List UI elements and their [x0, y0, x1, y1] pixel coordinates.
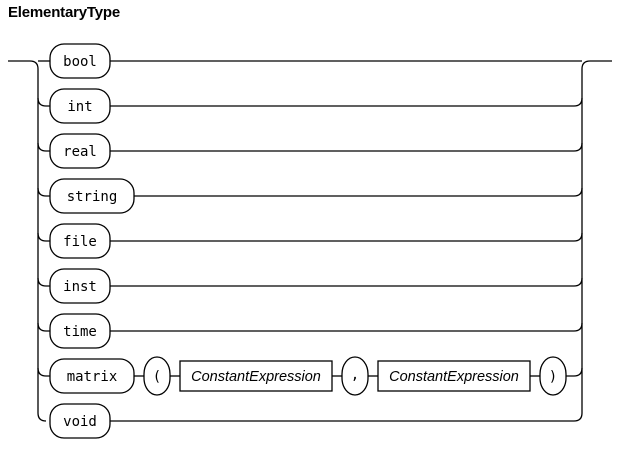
connector-left-real	[37, 142, 50, 152]
terminal-label-int: int	[67, 99, 92, 115]
page-title: ElementaryType	[8, 4, 120, 21]
connector-right-string	[134, 187, 583, 197]
terminal-label-time: time	[63, 324, 97, 340]
exit-rail	[573, 60, 612, 422]
alternative-row-inst: inst	[37, 268, 583, 304]
connector-right-matrix	[566, 367, 583, 377]
alternative-row-time: time	[37, 313, 583, 349]
connector-right-file	[110, 232, 583, 242]
alternative-row-bool: bool	[38, 43, 582, 79]
nonterminal-box-constant-expression-2[interactable]	[377, 360, 531, 392]
terminal-label-comma: ,	[351, 367, 359, 383]
connector-left-file	[37, 232, 50, 242]
terminal-label-matrix: matrix	[67, 369, 118, 385]
terminal-label-void: void	[63, 414, 97, 430]
alternative-row-void: void	[49, 403, 574, 439]
alternative-row-matrix: matrix ( ConstantExpression , ConstantEx…	[37, 356, 583, 396]
terminal-label-string: string	[67, 189, 118, 205]
connector-right-time	[110, 322, 583, 332]
terminal-label-inst: inst	[63, 279, 97, 295]
alternative-row-real: real	[37, 133, 583, 169]
connector-right-inst	[110, 277, 583, 287]
connector-right-real	[110, 142, 583, 152]
terminal-label-lparen: (	[153, 369, 161, 385]
alternative-row-string: string	[37, 178, 583, 214]
connector-left-string	[37, 187, 50, 197]
connector-left-inst	[37, 277, 50, 287]
connector-left-matrix	[37, 367, 50, 377]
nonterminal-label-constant-expression-2: ConstantExpression	[389, 369, 519, 385]
connector-left-int	[37, 97, 50, 107]
alternative-row-int: int	[37, 88, 583, 124]
nonterminal-label-constant-expression-1: ConstantExpression	[191, 369, 321, 385]
connector-right-int	[110, 97, 583, 107]
nonterminal-box-constant-expression-1[interactable]	[179, 360, 333, 392]
alternative-row-file: file	[37, 223, 583, 259]
terminal-label-bool: bool	[63, 54, 97, 70]
terminal-label-file: file	[63, 234, 97, 250]
terminal-label-rparen: )	[549, 369, 557, 385]
terminal-label-real: real	[63, 144, 97, 160]
connector-left-time	[37, 322, 50, 332]
entry-rail	[8, 60, 47, 422]
